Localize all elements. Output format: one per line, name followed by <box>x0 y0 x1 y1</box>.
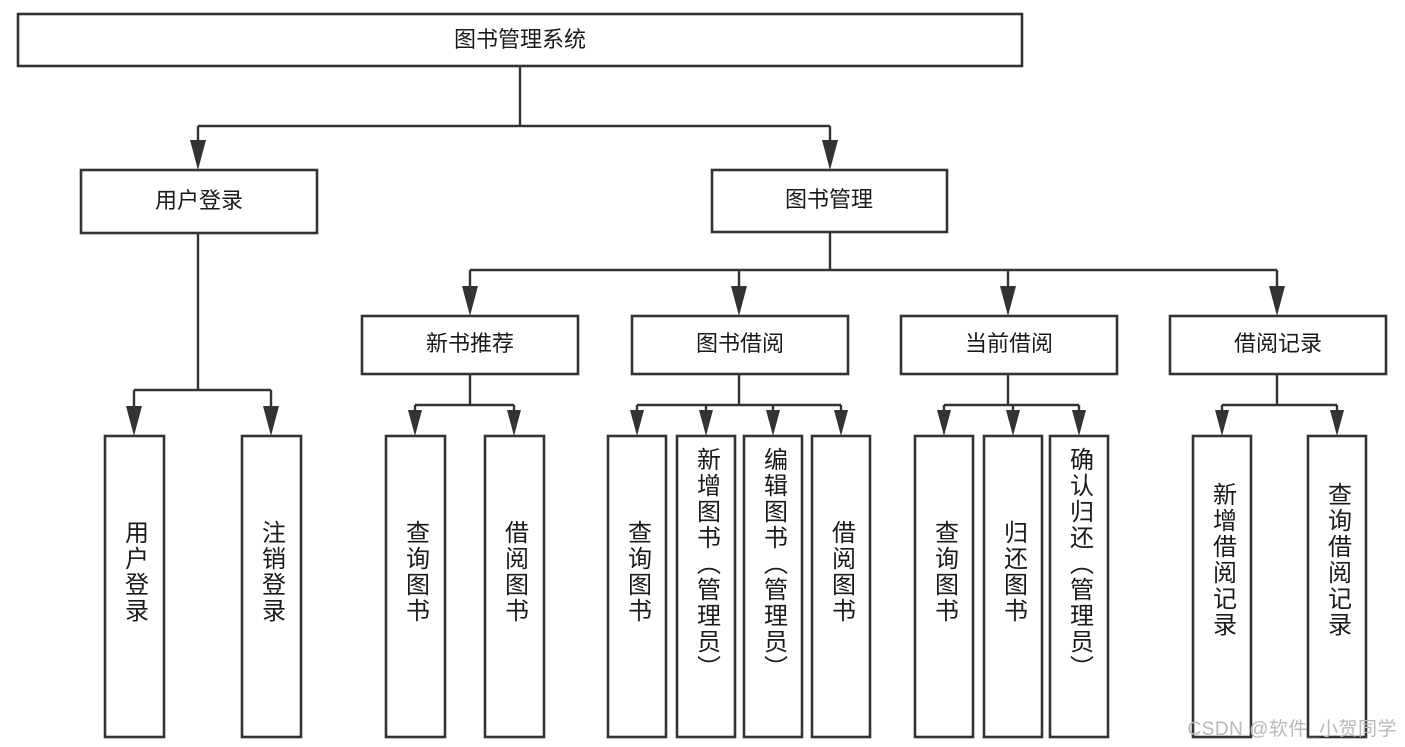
leaf-book-borrow-1-label: 查询图书 <box>624 520 652 624</box>
leaf-borrow-record-2-box[interactable] <box>1306 434 1368 739</box>
leaf-user-login-1-label: 用户登录 <box>121 520 149 624</box>
arrow-head-current-borrow <box>1000 286 1016 316</box>
node-new-book-recommend-label: 新书推荐 <box>426 331 514 356</box>
arrow-head-ul-child-2 <box>263 406 279 436</box>
connector-group-borrow-record <box>1215 374 1344 436</box>
leaf-user-login-2-label: 注销登录 <box>258 520 286 624</box>
leaf-book-borrow-1-box[interactable] <box>606 434 668 739</box>
arrow-head-book-borrow <box>731 286 747 316</box>
node-borrow-record[interactable]: 借阅记录 <box>1168 314 1388 376</box>
leaf-book-borrow-2-box[interactable] <box>675 434 737 739</box>
leaf-book-borrow-2-label: 新增图书（管理员） <box>693 447 721 681</box>
node-book-management-box[interactable] <box>710 168 949 234</box>
node-book-borrow[interactable]: 图书借阅 <box>630 314 850 376</box>
connector-group-user-login <box>126 233 279 436</box>
csdn-watermark: CSDN @软件_小贺同学 <box>1187 719 1397 740</box>
leaf-book-borrow-1[interactable]: 查询图书 <box>606 434 668 739</box>
leaf-current-borrow-2-box[interactable] <box>982 434 1044 739</box>
leaf-new-book-2-box[interactable] <box>483 434 546 739</box>
leaf-borrow-record-2-label: 查询借阅记录 <box>1324 482 1352 638</box>
arrow-head-bb-child-3 <box>766 410 780 436</box>
leaf-new-book-1-box[interactable] <box>384 434 447 739</box>
arrow-head-bb-child-1 <box>630 410 644 436</box>
leaf-book-borrow-3[interactable]: 编辑图书（管理员） <box>742 434 804 739</box>
leaf-new-book-1[interactable]: 查询图书 <box>384 434 447 739</box>
leaf-current-borrow-2-label: 归还图书 <box>1000 520 1028 624</box>
leaf-borrow-record-1[interactable]: 新增借阅记录 <box>1191 434 1253 739</box>
connector-group-current-borrow <box>937 374 1086 436</box>
arrow-head-new-book <box>462 286 478 316</box>
arrow-head-ul-child-1 <box>126 406 142 436</box>
node-book-borrow-box[interactable] <box>630 314 850 376</box>
arrow-head-cb-child-1 <box>937 410 951 436</box>
arrow-head-br-child-2 <box>1330 410 1344 436</box>
connector-group-root <box>190 66 838 170</box>
leaf-current-borrow-2[interactable]: 归还图书 <box>982 434 1044 739</box>
node-book-management[interactable]: 图书管理 <box>710 168 949 234</box>
node-current-borrow-label: 当前借阅 <box>965 331 1053 356</box>
node-root-system[interactable]: 图书管理系统 <box>16 12 1024 68</box>
leaf-new-book-2[interactable]: 借阅图书 <box>483 434 546 739</box>
leaf-borrow-record-1-label: 新增借阅记录 <box>1209 482 1237 638</box>
connector-group-book-borrow <box>630 374 848 436</box>
leaf-current-borrow-1[interactable]: 查询图书 <box>913 434 975 739</box>
node-new-book-recommend-box[interactable] <box>360 314 580 376</box>
arrow-head-user-login <box>190 140 206 170</box>
node-root-system-label: 图书管理系统 <box>454 27 586 52</box>
leaf-new-book-2-label: 借阅图书 <box>501 520 529 624</box>
arrow-head-bb-child-2 <box>699 410 713 436</box>
node-user-login[interactable]: 用户登录 <box>79 168 319 235</box>
node-borrow-record-label: 借阅记录 <box>1234 331 1322 356</box>
leaf-current-borrow-3-box[interactable] <box>1048 434 1110 739</box>
leaf-book-borrow-3-label: 编辑图书（管理员） <box>760 447 788 681</box>
arrow-head-book-mgmt <box>822 140 838 170</box>
leaf-borrow-record-1-box[interactable] <box>1191 434 1253 739</box>
leaf-current-borrow-1-box[interactable] <box>913 434 975 739</box>
leaf-book-borrow-4-box[interactable] <box>810 434 872 739</box>
leaf-current-borrow-3[interactable]: 确认归还（管理员） <box>1048 434 1110 739</box>
node-root-system-box[interactable] <box>16 12 1024 68</box>
node-current-borrow-box[interactable] <box>899 314 1119 376</box>
leaf-book-borrow-4-label: 借阅图书 <box>828 520 856 624</box>
leaf-book-borrow-3-box[interactable] <box>742 434 804 739</box>
arrow-head-cb-child-3 <box>1072 410 1086 436</box>
arrow-head-bb-child-4 <box>834 410 848 436</box>
connector-group-book-mgmt <box>462 232 1285 316</box>
arrow-head-br-child-1 <box>1215 410 1229 436</box>
arrow-head-nb-child-1 <box>408 410 422 436</box>
leaf-new-book-1-label: 查询图书 <box>402 520 430 624</box>
node-user-login-box[interactable] <box>79 168 319 235</box>
node-borrow-record-box[interactable] <box>1168 314 1388 376</box>
node-book-management-label: 图书管理 <box>785 187 873 212</box>
connector-group-new-book <box>408 374 521 436</box>
arrow-head-nb-child-2 <box>507 410 521 436</box>
leaf-user-login-2-box[interactable] <box>240 434 303 739</box>
leaf-user-login-1-box[interactable] <box>103 434 166 739</box>
arrow-head-borrow-record <box>1269 286 1285 316</box>
leaf-user-login-1[interactable]: 用户登录 <box>103 434 166 739</box>
leaf-book-borrow-2[interactable]: 新增图书（管理员） <box>675 434 737 739</box>
node-new-book-recommend[interactable]: 新书推荐 <box>360 314 580 376</box>
leaf-current-borrow-3-label: 确认归还（管理员） <box>1066 447 1094 681</box>
leaf-current-borrow-1-label: 查询图书 <box>931 520 959 624</box>
leaf-user-login-2[interactable]: 注销登录 <box>240 434 303 739</box>
leaf-book-borrow-4[interactable]: 借阅图书 <box>810 434 872 739</box>
node-user-login-label: 用户登录 <box>155 188 243 213</box>
node-book-borrow-label: 图书借阅 <box>696 331 784 356</box>
leaf-borrow-record-2[interactable]: 查询借阅记录 <box>1306 434 1368 739</box>
arrow-head-cb-child-2 <box>1006 410 1020 436</box>
node-current-borrow[interactable]: 当前借阅 <box>899 314 1119 376</box>
